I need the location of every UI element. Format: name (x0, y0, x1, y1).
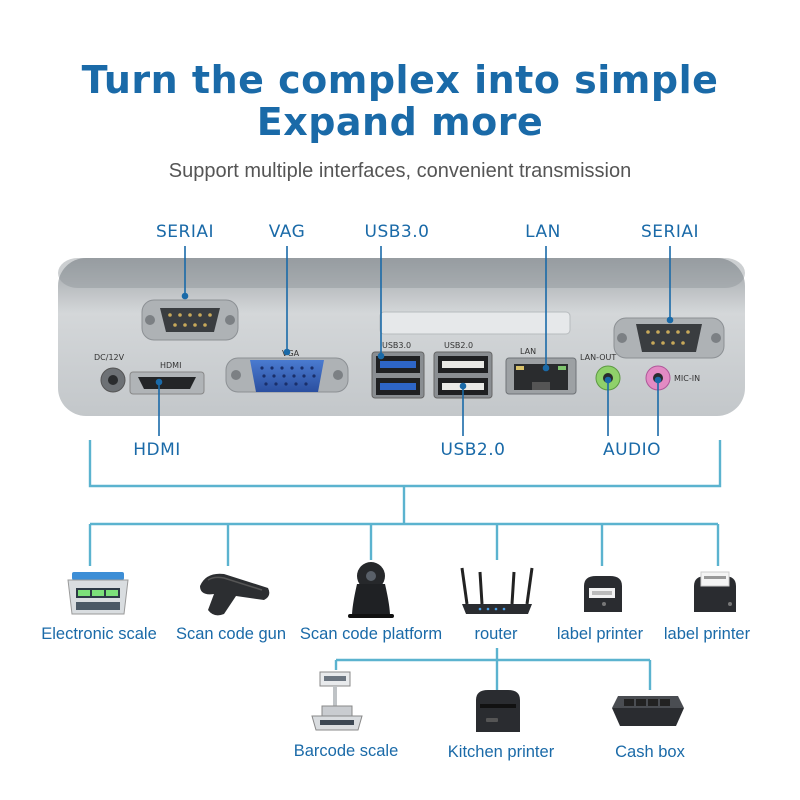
cash-box-icon (612, 696, 684, 726)
lan-port (505, 357, 577, 395)
port-pointers (155, 246, 674, 436)
electronic-scale-icon (67, 572, 129, 615)
label-printer-icon (694, 571, 736, 612)
device-label-scan-gun: Scan code gun (175, 625, 287, 643)
router-icon (460, 567, 534, 614)
vga-port (225, 357, 349, 393)
subtitle: Support multiple interfaces, convenient … (168, 160, 632, 182)
marking-usb2: USB2.0 (444, 341, 473, 350)
title-line-1: Turn the complex into simple (81, 58, 719, 102)
serial-port-left (141, 299, 239, 341)
label-hdmi: HDMI (133, 440, 181, 460)
marking-hdmi: HDMI (160, 361, 181, 370)
title-line-2: Expand more (256, 100, 544, 144)
label-printer-icon (584, 576, 622, 612)
device-label-electronic-scale: Electronic scale (41, 625, 157, 643)
marking-dc: DC/12V (94, 353, 125, 362)
usb3-ports (371, 351, 425, 399)
barcode-scale-icon (311, 671, 363, 731)
marking-lan: LAN (520, 347, 536, 356)
label-audio: AUDIO (602, 440, 662, 460)
device-label-cash-box: Cash box (615, 743, 685, 761)
label-usb2: USB2.0 (440, 440, 506, 460)
scan-platform-icon (348, 562, 394, 618)
marking-lan-out: LAN-OUT (580, 353, 616, 362)
device-label-kitchen-printer: Kitchen printer (447, 743, 555, 761)
serial-port-right (613, 317, 725, 359)
scan-gun-icon (200, 573, 270, 616)
device-label-label-printer-1: label printer (556, 625, 644, 643)
marking-usb3: USB3.0 (382, 341, 411, 350)
device-label-barcode-scale: Barcode scale (293, 742, 399, 760)
label-lan: LAN (525, 222, 561, 242)
label-usb3: USB3.0 (364, 222, 430, 242)
hdmi-port (129, 371, 205, 395)
connector-lines (88, 440, 722, 694)
marking-vga: VGA (282, 349, 300, 358)
label-serial-left: SERIAI (155, 222, 215, 242)
device-label-scan-platform: Scan code platform (299, 625, 443, 643)
marking-mic-in: MIC-IN (674, 374, 700, 383)
device-label-router: router (474, 625, 518, 643)
label-vga: VAG (268, 222, 306, 242)
device-label-label-printer-2: label printer (663, 625, 751, 643)
label-serial-right: SERIAI (640, 222, 700, 242)
kitchen-printer-icon (476, 690, 520, 732)
dc-jack (100, 367, 126, 393)
